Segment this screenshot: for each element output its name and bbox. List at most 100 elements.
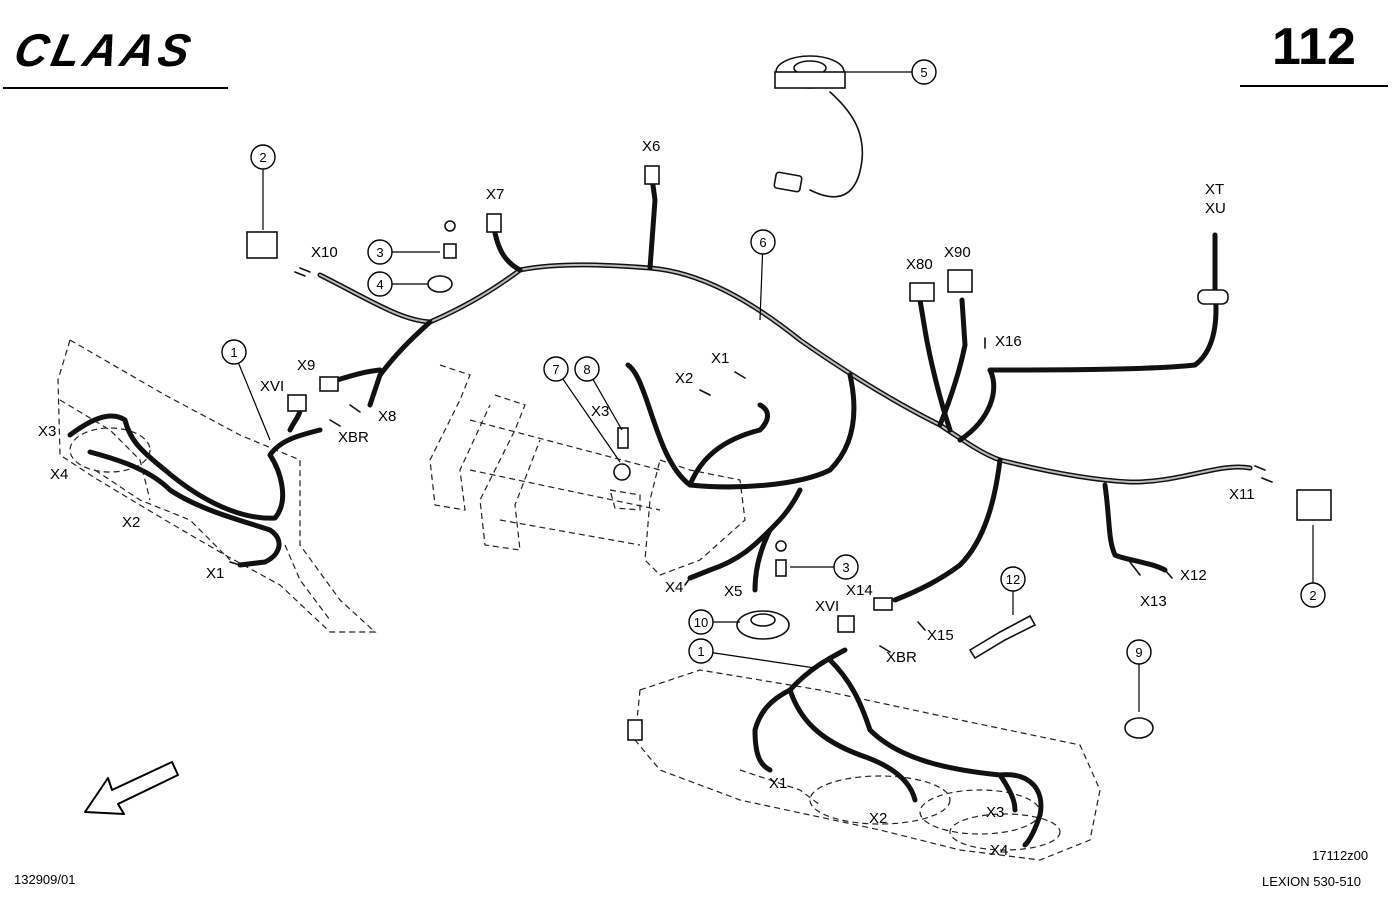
- callout-number: 12: [1006, 572, 1020, 587]
- connector-x90: [947, 269, 973, 293]
- callout-circle: [543, 356, 569, 382]
- bolt-item-3-lower: [775, 559, 787, 577]
- callout-leader: [700, 650, 816, 669]
- callout-circle: [367, 239, 393, 265]
- connector-x9: [319, 376, 339, 392]
- plug-item-2-right: [1296, 489, 1332, 521]
- connector-label: X12: [1180, 567, 1207, 584]
- clip-item-4: [427, 275, 453, 293]
- connector-x14: [873, 597, 893, 611]
- drawing-code: 17112z00: [1312, 848, 1368, 863]
- connector-label: XVI: [260, 378, 284, 395]
- switch-item-8: [617, 427, 629, 449]
- callout-number: 1: [230, 345, 237, 360]
- connectors: [246, 165, 1332, 741]
- connector-label: XBR: [886, 649, 917, 666]
- callout-number: 8: [583, 362, 590, 377]
- callout-1: 1: [221, 339, 271, 441]
- bolt-item-3: [443, 243, 457, 259]
- connector-label: X3: [38, 423, 56, 440]
- callout-8: 8: [574, 356, 623, 431]
- callout-2: 2: [1300, 525, 1326, 608]
- wire-terminals: [229, 267, 1273, 653]
- connector-x7: [486, 213, 502, 233]
- connector-label: X1: [711, 350, 729, 367]
- connector-label: XBR: [338, 429, 369, 446]
- bracket-item-12: [968, 614, 1037, 660]
- callout-3: 3: [367, 239, 440, 265]
- connector-x80: [909, 282, 935, 302]
- connector-xvi-left: [287, 394, 307, 412]
- connector-label: X9: [297, 357, 315, 374]
- connector-label: X16: [995, 333, 1022, 350]
- callout-circle: [911, 59, 937, 85]
- callout-3: 3: [790, 554, 859, 580]
- connector-label: X3: [986, 804, 1004, 821]
- callout-number: 3: [376, 245, 383, 260]
- callout-9: 9: [1126, 639, 1152, 712]
- connector-label: X3: [591, 403, 609, 420]
- connector-labels: X6X7X10XTXUX80X90X16X9XVIX8XBRX3X4X2X1X1…: [38, 138, 1255, 859]
- middle-frame-outline: [429, 364, 746, 576]
- nut-item-3: [444, 220, 456, 232]
- callout-5: 5: [845, 59, 937, 85]
- left-panel-outline: [57, 339, 377, 633]
- callout-10: 10: [688, 609, 740, 635]
- callout-circle: [688, 638, 714, 664]
- connector-label: X13: [1140, 593, 1167, 610]
- callout-number: 9: [1135, 645, 1142, 660]
- connector-label: X4: [665, 579, 683, 596]
- footer: 132909/01 17112z00 LEXION 530-510: [14, 848, 1368, 889]
- callout-leader: [555, 368, 621, 463]
- plug-item-2-left: [246, 231, 278, 259]
- connector-label: X2: [869, 810, 887, 827]
- callout-circle: [221, 339, 247, 365]
- bottom-panel-outline: [634, 669, 1101, 861]
- callout-number: 4: [376, 277, 383, 292]
- connector-label: X4: [990, 842, 1008, 859]
- callout-number: 2: [1309, 588, 1316, 603]
- connector-label: XVI: [815, 598, 839, 615]
- connector-label: X6: [642, 138, 660, 155]
- callout-number: 5: [920, 65, 927, 80]
- direction-arrow-icon: [84, 761, 179, 815]
- connector-label: X4: [50, 466, 68, 483]
- connector-label: X2: [675, 370, 693, 387]
- connector-x6: [644, 165, 660, 185]
- callout-leader: [233, 351, 271, 441]
- callout-circle: [367, 271, 393, 297]
- callout-1: 1: [688, 638, 816, 669]
- callout-circle: [1300, 582, 1326, 608]
- sensor-assembly: [773, 55, 864, 198]
- callout-12: 12: [1000, 566, 1026, 615]
- connector-label: X11: [1229, 486, 1255, 503]
- nut-item-3-lower: [775, 540, 787, 552]
- connector-label: X7: [486, 186, 504, 203]
- callout-number: 1: [697, 644, 704, 659]
- callout-circle: [833, 554, 859, 580]
- connector-label: X8: [378, 408, 396, 425]
- main-harness: [317, 175, 1253, 603]
- connector-label: X80: [906, 256, 933, 273]
- header: CLAAS 112: [3, 18, 1388, 89]
- callout-circle: [1000, 566, 1026, 592]
- nut-item-7: [613, 463, 631, 481]
- page-number: 112: [1272, 18, 1356, 76]
- callout-circle: [750, 229, 776, 255]
- callout-circle: [250, 144, 276, 170]
- connector-label: X1: [769, 775, 787, 792]
- callout-number: 10: [694, 615, 708, 630]
- callout-4: 4: [367, 271, 428, 297]
- connector-label: X14: [846, 582, 873, 599]
- grommet-xt-xu: [1197, 289, 1229, 305]
- callout-leader: [759, 241, 764, 321]
- connector-label: X5: [724, 583, 742, 600]
- callout-number: 2: [259, 150, 266, 165]
- callout-2: 2: [250, 144, 276, 230]
- callout-7: 7: [543, 356, 621, 463]
- connector-label: XU: [1205, 200, 1226, 217]
- bottom-harness: [752, 647, 1044, 848]
- connector-label: X10: [311, 244, 338, 261]
